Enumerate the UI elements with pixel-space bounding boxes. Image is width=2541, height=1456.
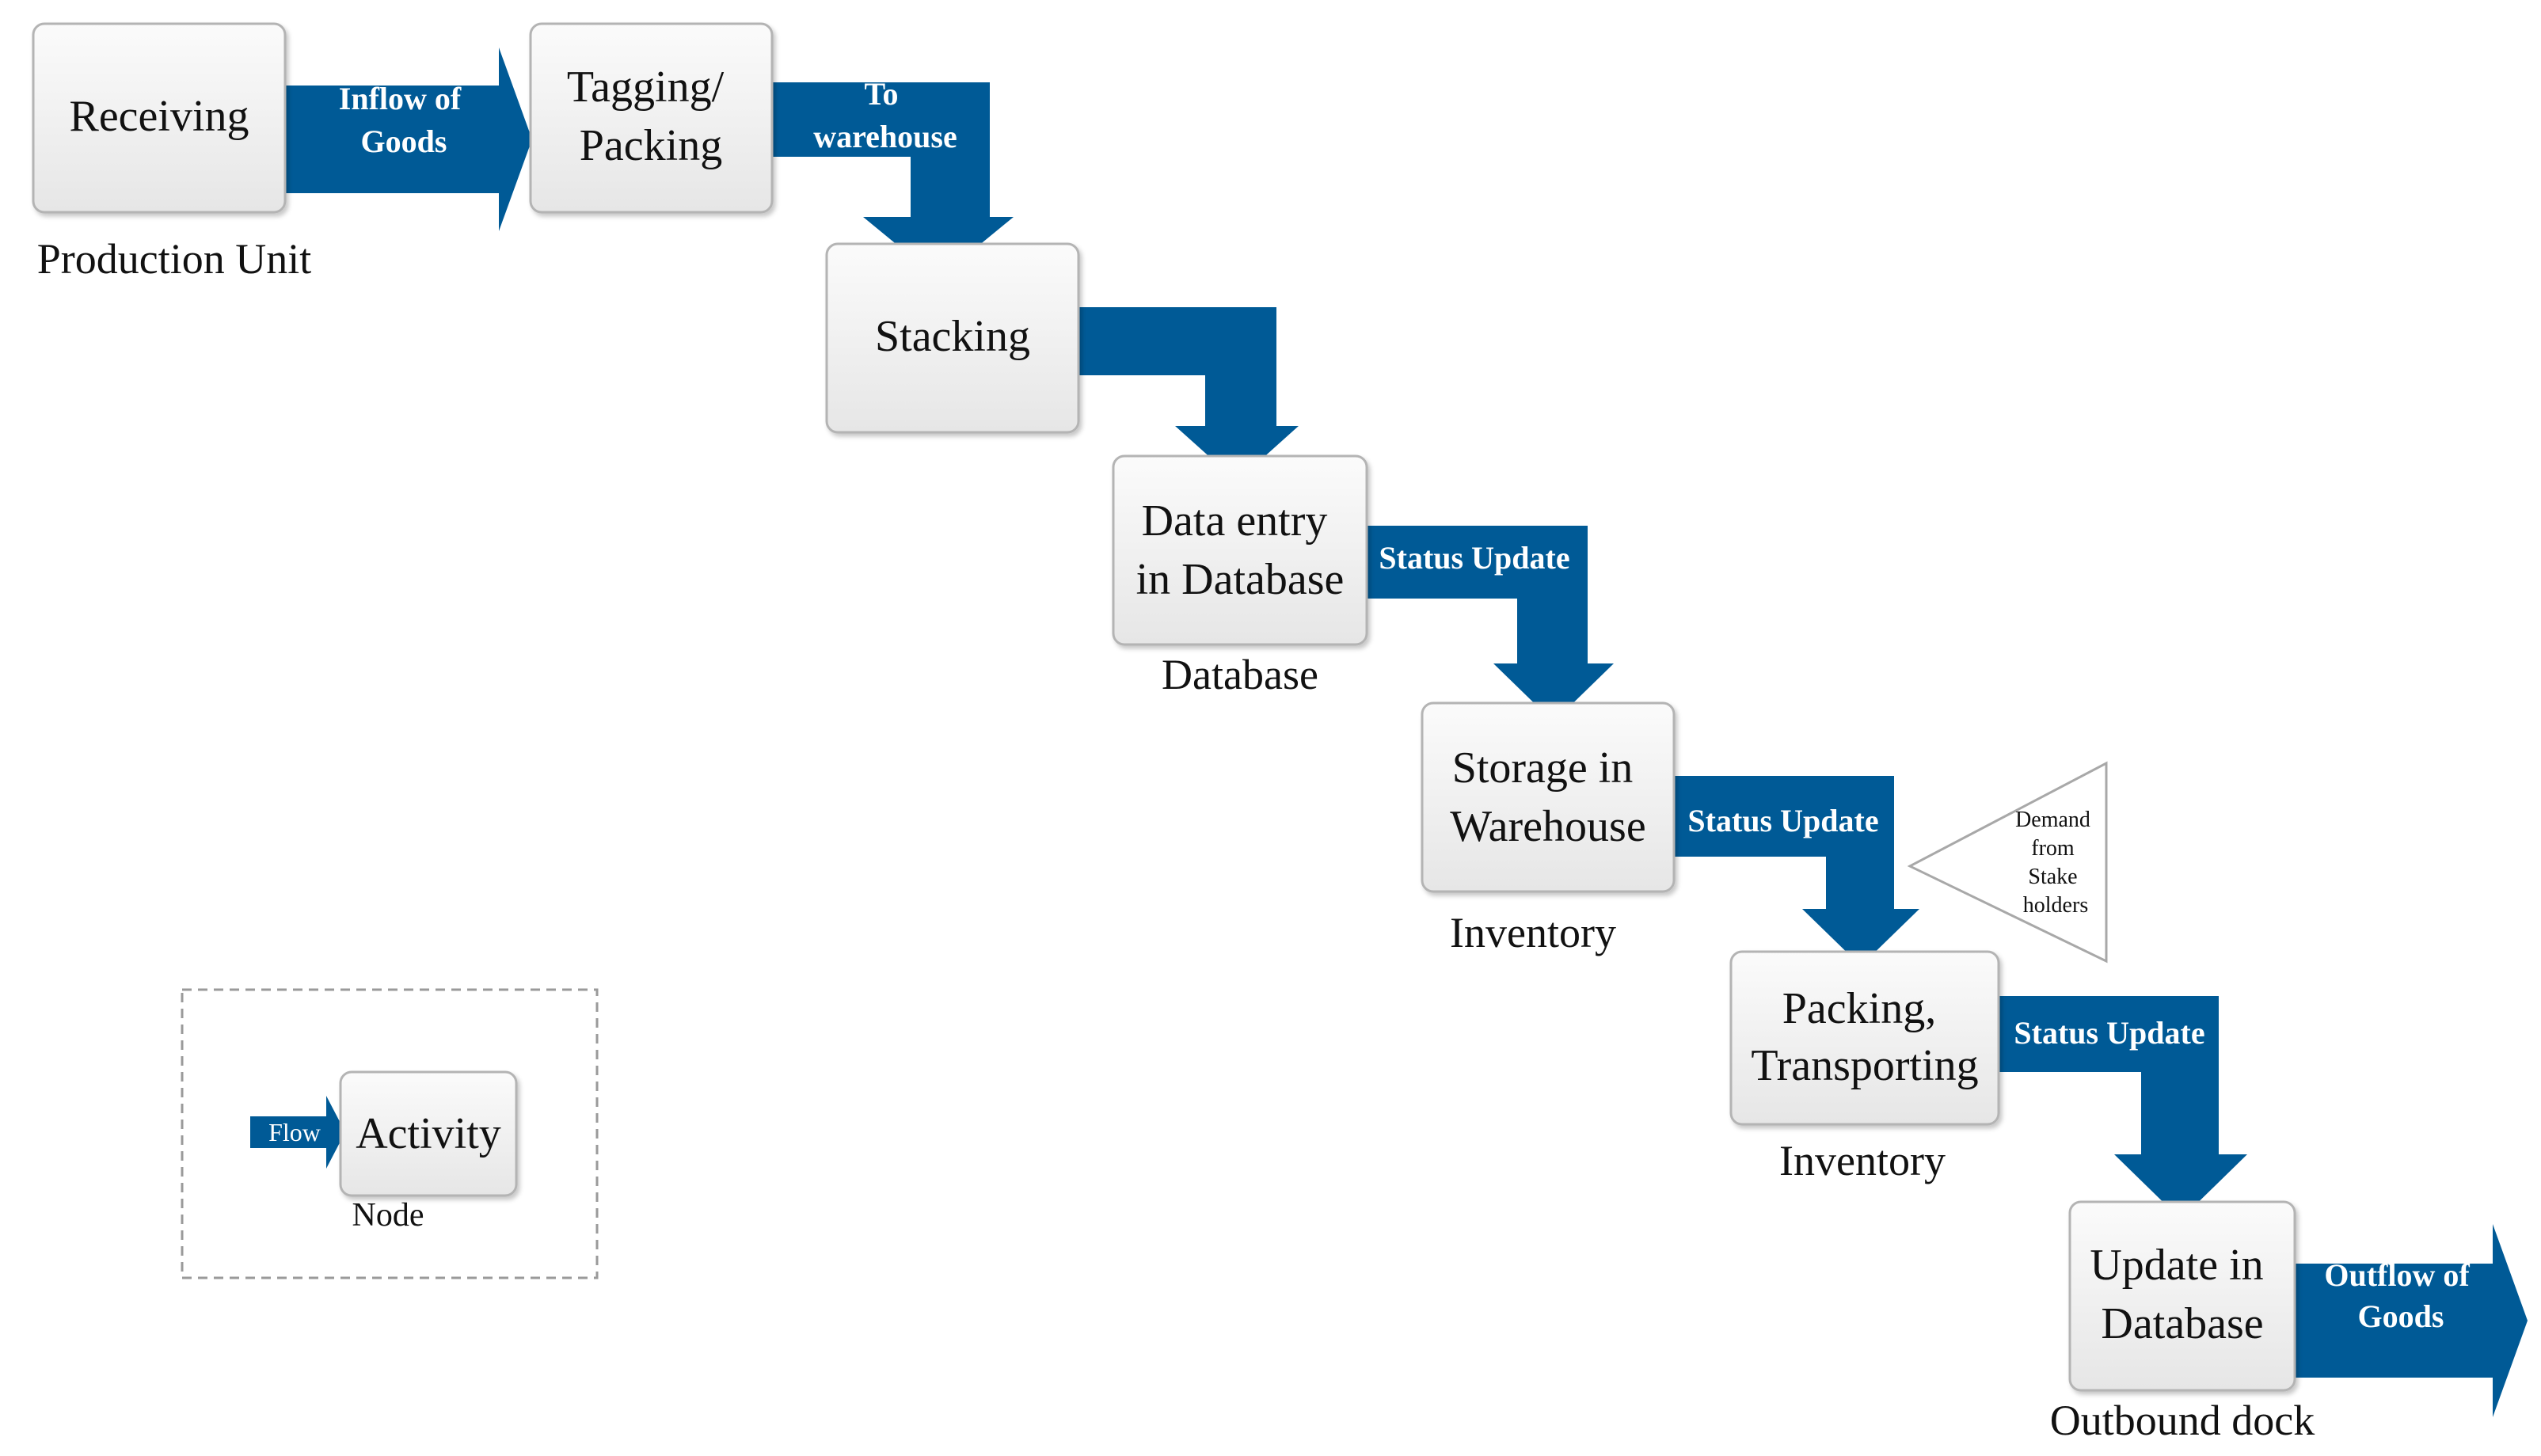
svg-text:Status Update: Status Update <box>2014 1015 2204 1051</box>
legend-activity-box: Activity <box>339 1070 518 1197</box>
node-label-line: Stacking <box>875 312 1030 361</box>
flow-label-line: Inflow of <box>339 81 462 116</box>
node-packing-transporting: Packing, Transporting <box>1729 950 2000 1126</box>
svg-text:Inflow of Goods: Inflow of Goods <box>339 81 469 159</box>
demand-label-line: Demand <box>2015 808 2090 832</box>
node-label-line: Transporting <box>1751 1041 1978 1090</box>
svg-text:Demand from Stake: Demand from Stake holders <box>2015 808 2096 918</box>
node-label-line: Data entry <box>1142 496 1328 546</box>
svg-text:Receiving: Receiving <box>69 92 249 141</box>
flow-label-line: Outflow of <box>2324 1257 2470 1293</box>
demand-label-line: from <box>2031 836 2075 861</box>
svg-text:Outflow of Goods: Outflow of Goods <box>2324 1257 2477 1334</box>
node-label-line: in Database <box>1136 555 1345 604</box>
flow-label-line: Goods <box>2358 1298 2444 1334</box>
svg-text:Stacking: Stacking <box>875 312 1030 361</box>
node-label-line: Update in <box>2090 1241 2263 1290</box>
svg-text:Status Update: Status Update <box>1379 540 1569 576</box>
svg-text:Storage in Warehouse: Storage in Warehouse <box>1450 743 1645 851</box>
node-receiving: Receiving <box>32 22 287 214</box>
node-tagging-packing: Tagging/ Packing <box>529 22 774 214</box>
flow-arrow-to-warehouse: To warehouse <box>772 76 1014 279</box>
svg-text:Data entry in Database: Data entry in Database <box>1136 496 1345 604</box>
node-label-line: Receiving <box>69 92 249 141</box>
flow-arrow-status-update-1: Status Update <box>1366 526 1614 722</box>
svg-text:Update in Database: Update in Database <box>2090 1241 2274 1348</box>
flow-label-line: Status Update <box>1379 540 1569 576</box>
flow-arrow-outflow: Outflow of Goods <box>2292 1224 2528 1417</box>
demand-label-line: Stake <box>2028 865 2077 889</box>
node-update-database: Update in Database <box>2068 1200 2296 1392</box>
flow-arrow-status-update-3: Status Update <box>1997 996 2247 1219</box>
node-label-line: Packing, <box>1782 984 1936 1033</box>
node-label-line: Storage in <box>1452 743 1634 793</box>
legend: Flow Activity Node <box>181 988 599 1279</box>
legend-flow-arrow: Flow <box>250 1096 345 1169</box>
demand-label-line: holders <box>2023 893 2088 918</box>
node-storage-warehouse: Storage in Warehouse <box>1421 701 1676 893</box>
legend-flow-label: Flow <box>268 1118 321 1146</box>
caption-inventory-storage: Inventory <box>1450 909 1616 956</box>
node-stacking: Stacking <box>825 242 1080 434</box>
node-label-line: Database <box>2101 1299 2263 1348</box>
flow-label-line: Goods <box>361 124 447 159</box>
flow-label-line: warehouse <box>813 119 957 154</box>
flow-label-line: Status Update <box>1687 803 1878 838</box>
node-label-line: Warehouse <box>1450 802 1645 851</box>
flow-label-line: Status Update <box>2014 1015 2204 1051</box>
flow-arrow-status-update-2: Status Update <box>1672 776 1919 966</box>
node-label-line: Packing <box>580 121 722 170</box>
flow-arrow-stacking-to-data-entry <box>1077 307 1299 481</box>
svg-text:Packing, Transporting: Packing, Transporting <box>1751 984 1978 1090</box>
node-data-entry: Data entry in Database <box>1112 454 1368 646</box>
caption-outbound-dock: Outbound dock <box>2050 1397 2315 1444</box>
flow-arrow-inflow: Inflow of Goods <box>283 48 532 231</box>
legend-activity-label: Activity <box>356 1109 501 1158</box>
demand-from-stakeholders: Demand from Stake holders <box>1907 761 2108 964</box>
legend-node-label: Node <box>352 1197 424 1234</box>
svg-text:Status Update: Status Update <box>1687 803 1878 838</box>
node-label-line: Tagging/ <box>567 63 725 112</box>
caption-production-unit: Production Unit <box>37 235 312 283</box>
svg-text:To warehouse: To warehouse <box>813 76 957 154</box>
flow-label-line: To <box>864 76 898 112</box>
svg-text:Tagging/ Packing: Tagging/ Packing <box>567 63 735 170</box>
caption-inventory-packing: Inventory <box>1779 1137 1946 1184</box>
caption-database: Database <box>1162 651 1318 698</box>
